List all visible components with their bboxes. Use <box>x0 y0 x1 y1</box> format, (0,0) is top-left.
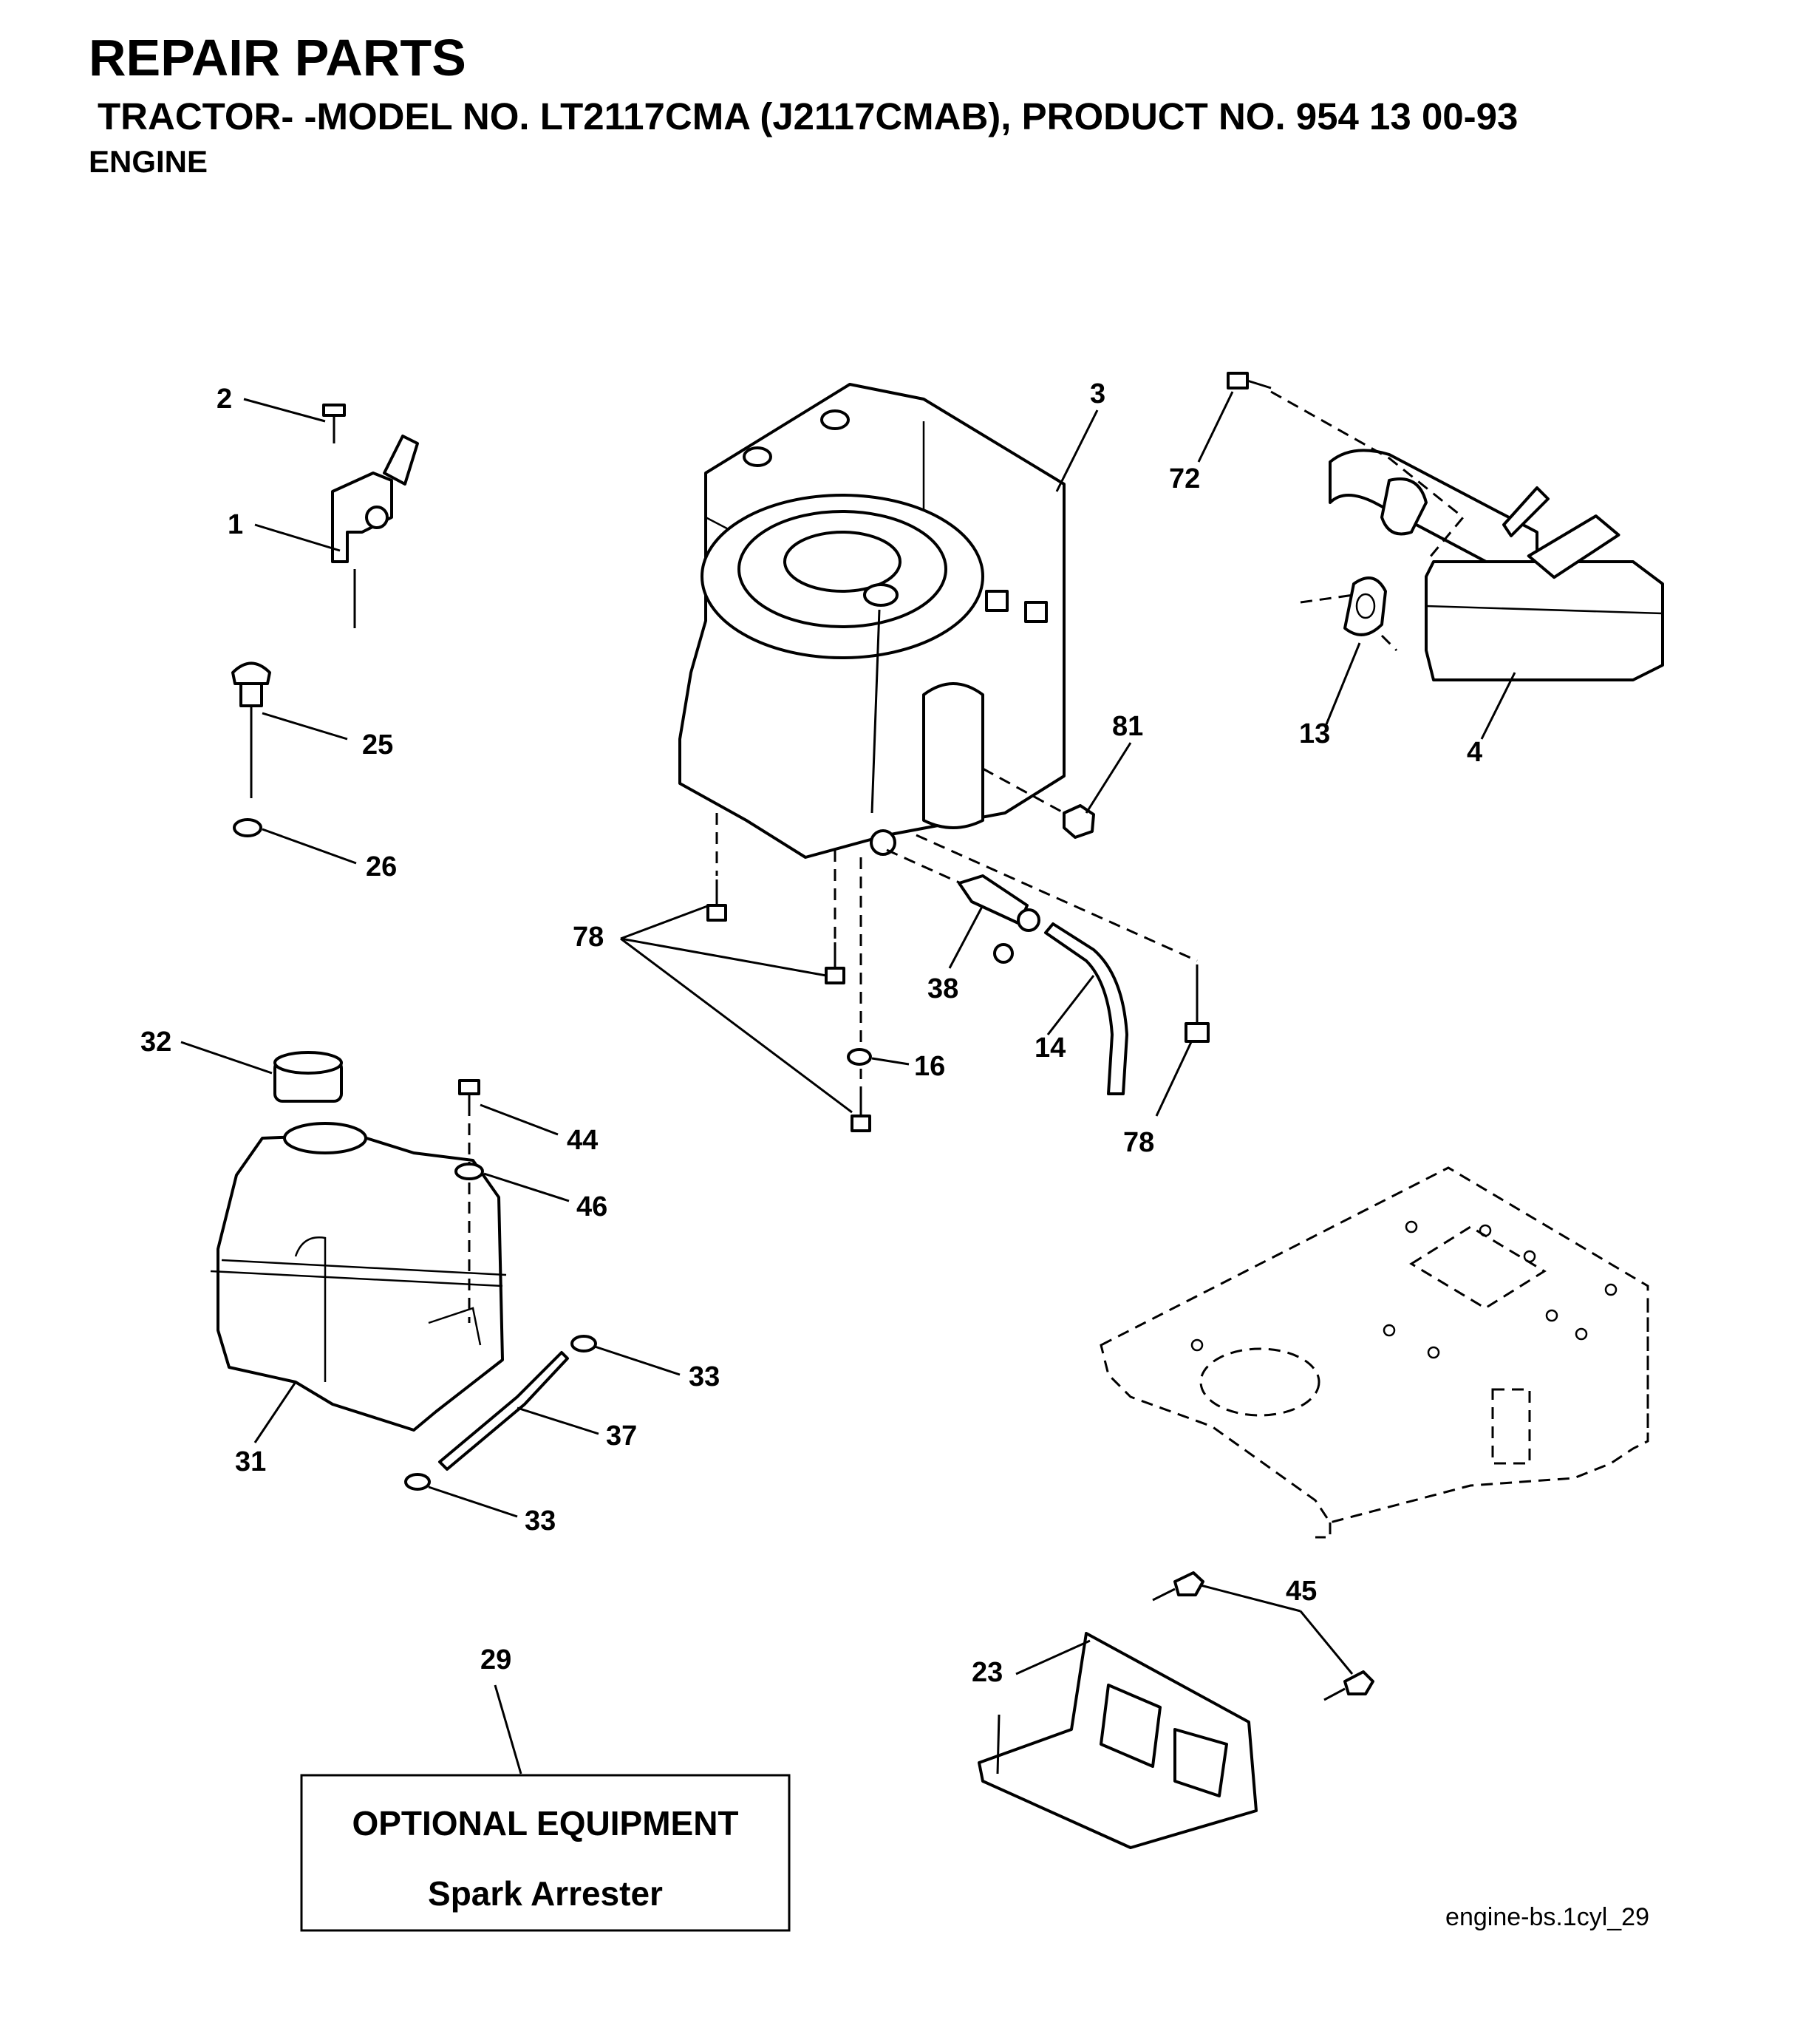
leader-13 <box>1325 642 1361 725</box>
fuel-hose-part <box>438 1351 569 1471</box>
callout-4: 4 <box>1467 737 1482 768</box>
leader-38 <box>948 905 984 969</box>
leader-78b <box>1155 1041 1193 1117</box>
page-title: REPAIR PARTS <box>89 29 466 86</box>
leader-4 <box>1480 672 1516 740</box>
nut-part <box>1063 804 1095 839</box>
assembly-line-filter <box>886 848 961 885</box>
assembly-line-gasket <box>1300 593 1398 652</box>
shield-screw-part <box>1152 1571 1374 1701</box>
leader-23b <box>996 1714 1001 1774</box>
assembly-line-screws <box>715 813 862 1079</box>
fuel-cap-part <box>273 1051 343 1103</box>
assembly-line-muffler <box>1270 390 1465 562</box>
throttle-control-part <box>322 404 419 628</box>
leader-2 <box>243 398 326 423</box>
tank-washer-part <box>454 1163 484 1180</box>
callout-26: 26 <box>366 851 397 882</box>
leader-25 <box>262 712 348 741</box>
leader-46 <box>483 1172 570 1202</box>
leader-81 <box>1085 742 1132 814</box>
leader-37 <box>517 1406 599 1435</box>
leader-78a-1 <box>620 904 710 940</box>
washer-part <box>233 818 262 837</box>
callout-32: 32 <box>140 1027 171 1058</box>
hose-clamp-part <box>404 1335 597 1491</box>
callout-46: 46 <box>576 1191 607 1222</box>
callout-33-upper: 33 <box>689 1361 720 1392</box>
figure-id: engine-bs.1cyl_29 <box>1445 1903 1649 1931</box>
leader-45a <box>1200 1584 1301 1613</box>
optional-equipment-box <box>300 1774 791 1932</box>
leader-26 <box>262 828 357 865</box>
callout-44: 44 <box>567 1125 598 1156</box>
screw-part <box>706 879 1210 1132</box>
callout-33-lower: 33 <box>525 1505 556 1537</box>
leader-33b <box>428 1486 518 1518</box>
callout-1: 1 <box>228 509 243 540</box>
callout-25: 25 <box>362 729 393 760</box>
assembly-line-nut <box>982 767 1065 814</box>
section-title: ENGINE <box>89 144 208 179</box>
leader-72 <box>1197 391 1234 463</box>
fuel-tank-part <box>210 1122 507 1432</box>
leader-31 <box>253 1381 297 1443</box>
callout-3: 3 <box>1090 378 1105 409</box>
callout-38: 38 <box>927 973 958 1004</box>
leader-78a-2 <box>620 937 827 977</box>
gasket-part <box>1343 576 1387 636</box>
muffler-part <box>1329 449 1664 681</box>
callout-31: 31 <box>235 1446 266 1477</box>
leader-32 <box>180 1041 273 1075</box>
optional-equipment-item: Spark Arrester <box>428 1874 663 1913</box>
heat-shield-part <box>978 1632 1258 1849</box>
leader-16 <box>871 1057 910 1066</box>
engine-part <box>678 383 1066 859</box>
leader-23 <box>1015 1639 1091 1675</box>
optional-equipment-title: OPTIONAL EQUIPMENT <box>352 1804 738 1842</box>
leader-3 <box>1055 409 1099 492</box>
callout-37: 37 <box>606 1420 637 1452</box>
assembly-line-rear-screw <box>916 834 1198 962</box>
leader-33a <box>594 1345 681 1376</box>
fuel-filter-part <box>958 874 1040 964</box>
callout-14: 14 <box>1035 1032 1066 1064</box>
callout-78-right: 78 <box>1123 1127 1154 1158</box>
callout-45: 45 <box>1286 1576 1317 1607</box>
callout-13: 13 <box>1299 718 1330 749</box>
lock-washer-part <box>847 1048 872 1066</box>
tractor-frame-reference <box>1100 1166 1649 1539</box>
callout-29: 29 <box>480 1644 511 1675</box>
model-line: TRACTOR- -MODEL NO. LT2117CMA (J2117CMAB… <box>98 95 1519 137</box>
fuel-line-part <box>1044 922 1128 1095</box>
leader-29 <box>494 1684 522 1774</box>
callout-81: 81 <box>1112 711 1143 742</box>
leader-1 <box>254 523 341 552</box>
leader-44 <box>480 1103 559 1136</box>
callout-23: 23 <box>972 1657 1003 1688</box>
knob-part <box>231 661 271 798</box>
callout-2: 2 <box>217 384 232 415</box>
callout-16: 16 <box>914 1051 945 1082</box>
tank-screw-part <box>458 1079 480 1116</box>
leader-45b <box>1299 1610 1354 1675</box>
callout-78-left: 78 <box>573 922 604 953</box>
bolt-part <box>1227 372 1272 389</box>
leader-14 <box>1046 975 1095 1035</box>
callout-72: 72 <box>1169 463 1200 494</box>
leader-78a-3 <box>620 937 853 1114</box>
